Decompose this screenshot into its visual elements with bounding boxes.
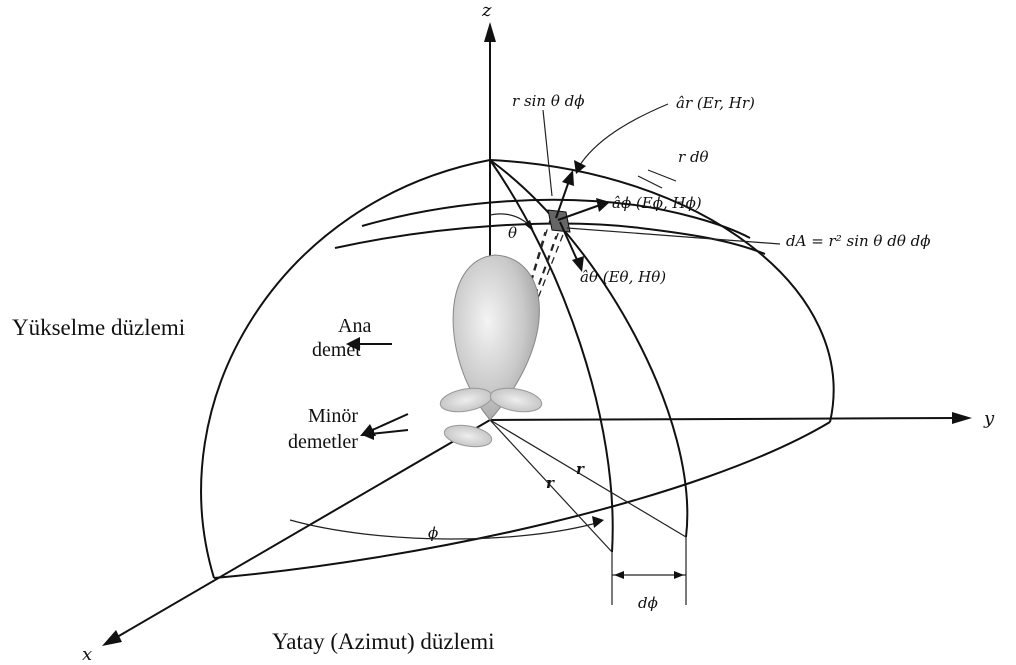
elevation-plane-label: Yükselme düzlemi [12, 315, 186, 340]
outer-meridian [200, 159, 491, 579]
minor-beams-label-line1: Minör [308, 405, 358, 427]
dA-label: dA = r² sin θ dθ dϕ [786, 232, 931, 250]
r-dtheta-label: r dθ [678, 148, 709, 166]
a-phi-label: âϕ (Eϕ, Hϕ) [612, 194, 702, 212]
equator-arc [213, 421, 831, 579]
latitude-band-1 [361, 198, 636, 227]
minor-lobes [439, 387, 543, 448]
phi-label: ϕ [428, 524, 439, 542]
top-meridian-right [489, 159, 835, 423]
a-theta-vector [559, 221, 579, 263]
latitude-band-1b [634, 204, 751, 239]
a-phi-vector [557, 204, 601, 221]
r-label-1: r [576, 460, 584, 478]
phi-arc [289, 519, 601, 540]
r-sin-theta-dphi-label: r sin θ dϕ [512, 92, 585, 110]
minor-beams-pointer [360, 413, 409, 440]
z-axis-label: z [482, 0, 492, 21]
azimuth-plane-label: Yatay (Azimut) düzlemi [272, 629, 495, 654]
x-axis-label: x [82, 644, 93, 665]
a-r-label: âr (Er, Hr) [676, 94, 755, 112]
a-r-vector [555, 177, 571, 219]
main-beam-pointer [346, 337, 392, 351]
x-axis [102, 419, 491, 646]
y-axis [489, 412, 972, 424]
main-lobe [452, 254, 540, 421]
r-label-2: r [546, 474, 554, 492]
hemisphere [200, 159, 835, 605]
latitude-band-2 [334, 222, 641, 249]
dphi-arrows [612, 571, 686, 579]
surface-patch [547, 170, 610, 272]
radial-line-2 [489, 419, 687, 538]
theta-label: θ [508, 224, 518, 242]
leader-lines [542, 103, 781, 245]
a-theta-label: âθ (Eθ, Hθ) [580, 268, 667, 286]
radial-line-1 [489, 419, 613, 553]
main-beam-label-line1: Ana [338, 315, 372, 337]
main-beam-label-line2: demet [312, 339, 361, 361]
minor-beams-label-line2: demetler [288, 431, 358, 453]
y-axis-label: y [984, 408, 995, 429]
meridian-1 [489, 159, 614, 553]
dphi-label: dϕ [638, 594, 658, 612]
meridian-2 [489, 159, 689, 538]
